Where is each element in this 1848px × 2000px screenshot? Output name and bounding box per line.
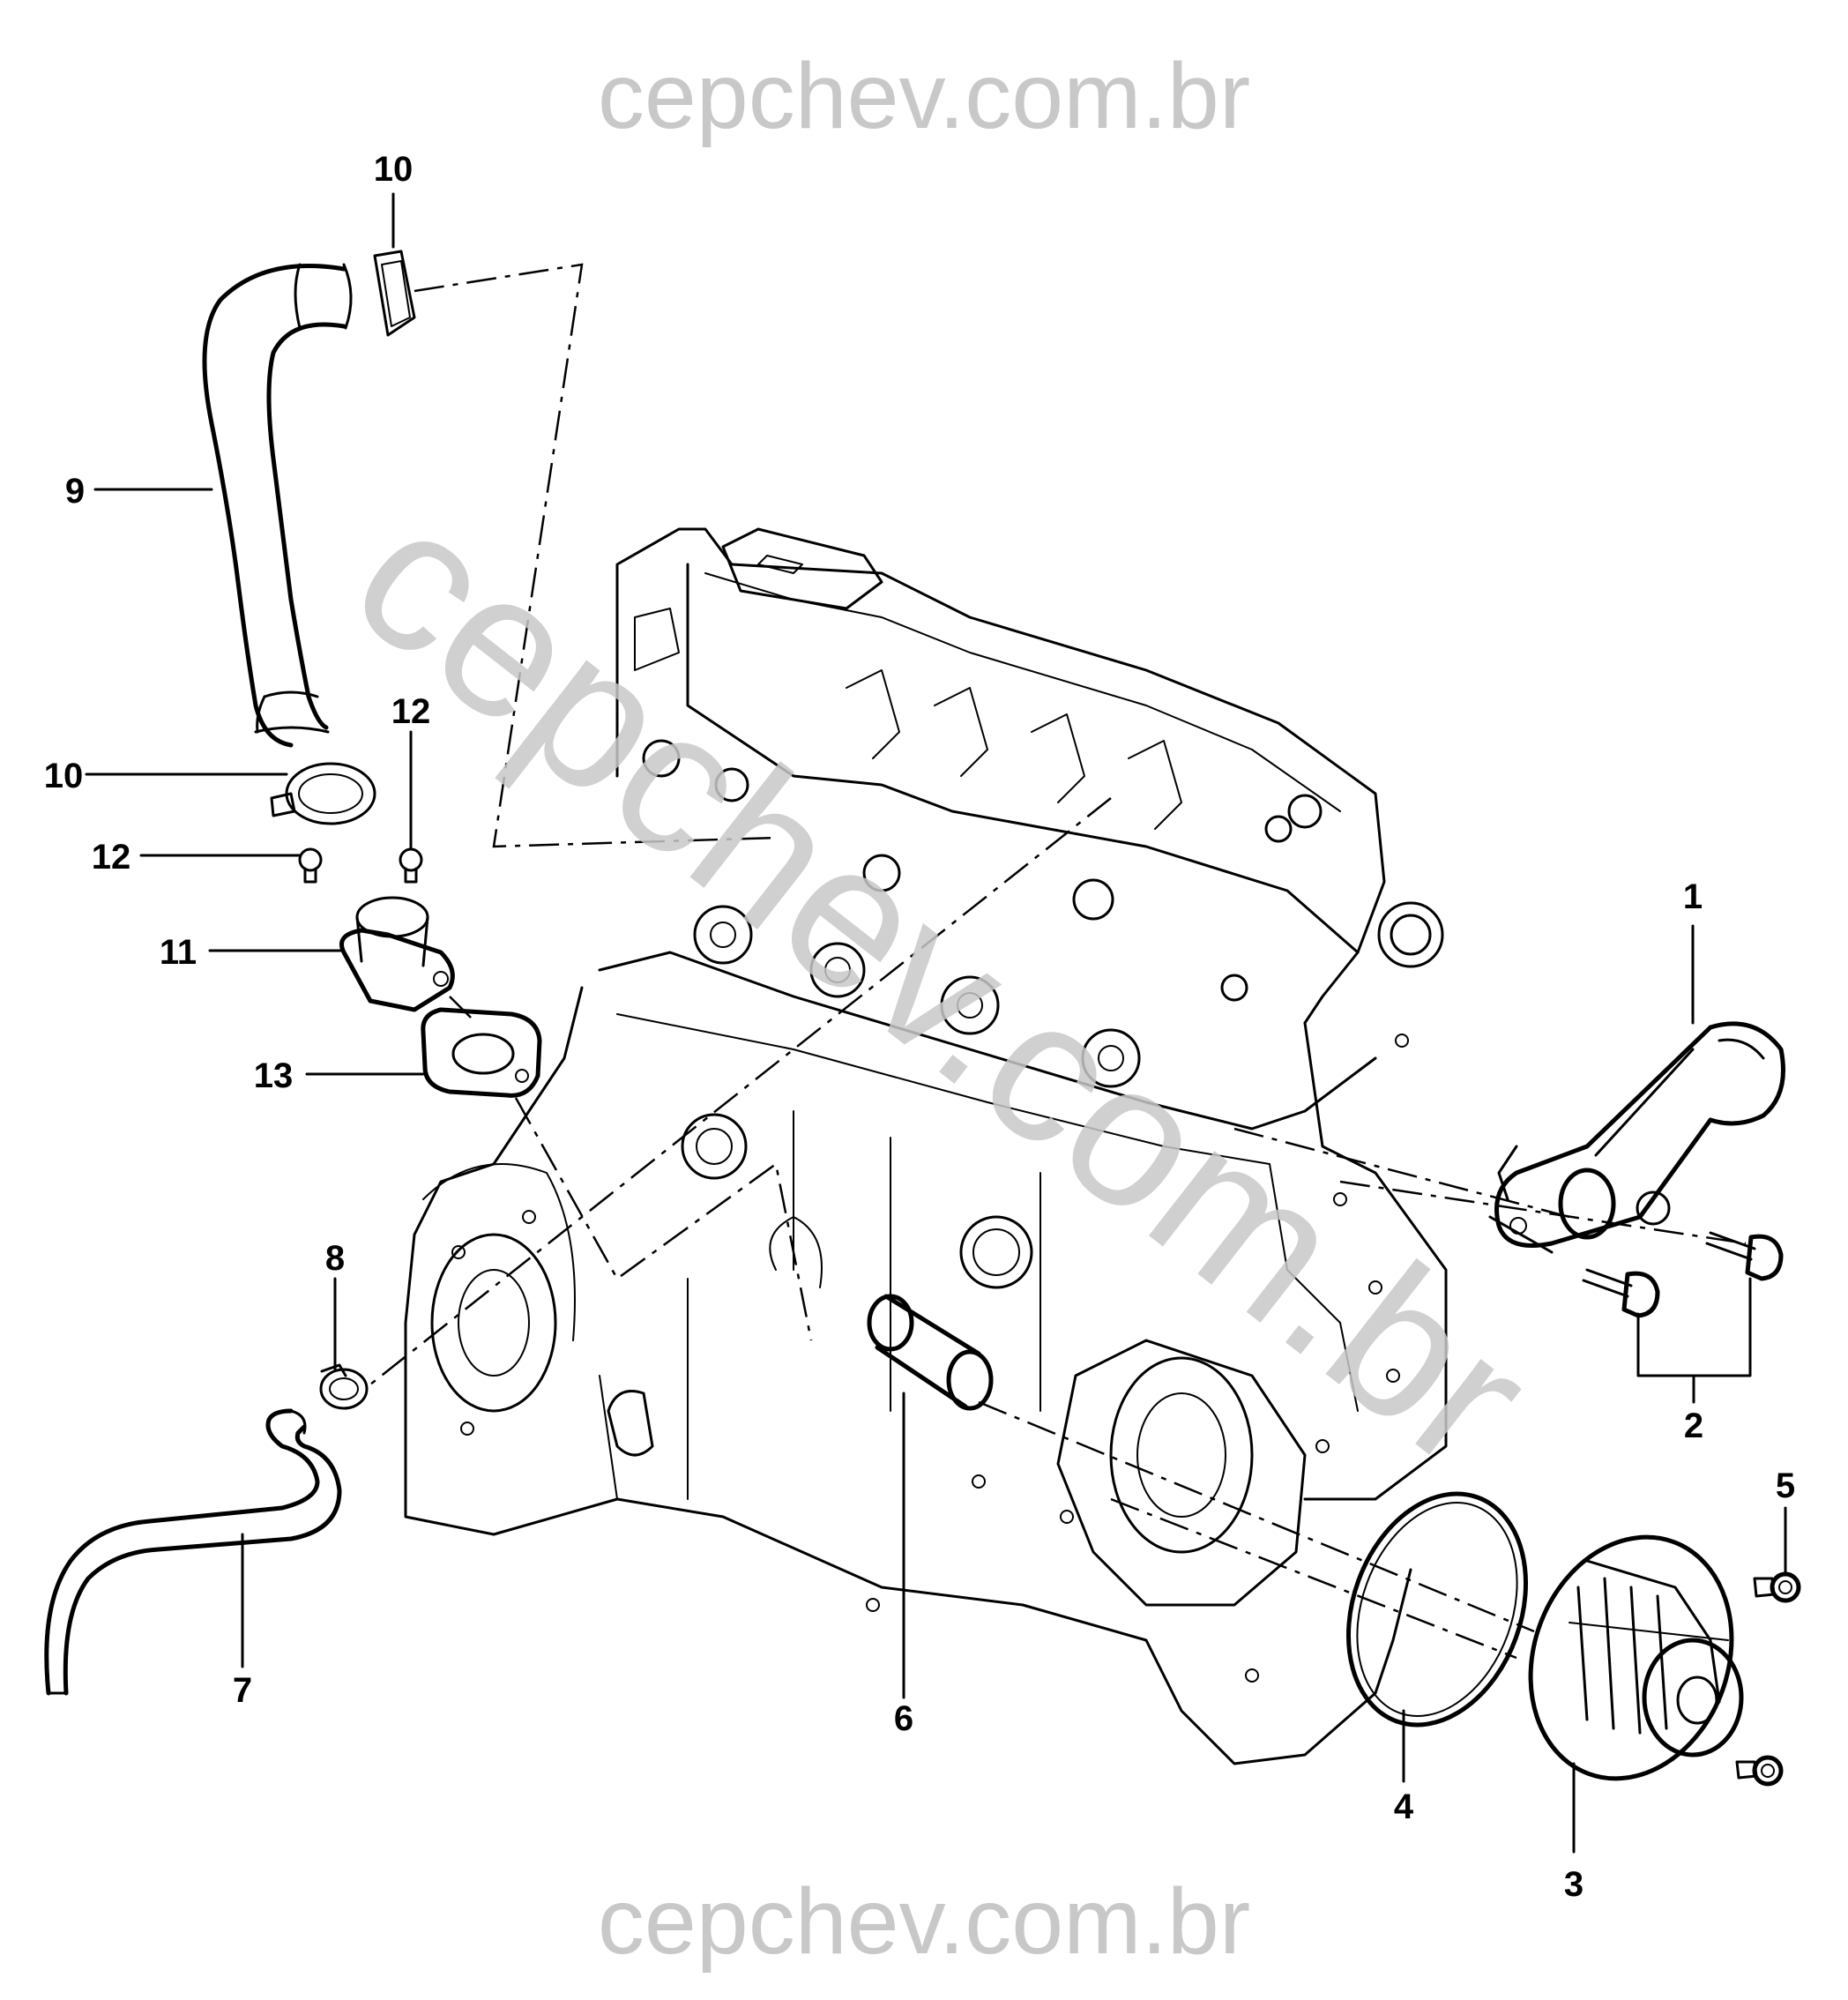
callout-4: 4 — [1394, 1787, 1414, 1826]
thermostat-housing — [1488, 1021, 1785, 1254]
flange-bolt-left — [298, 847, 323, 884]
heater-hose — [44, 1408, 342, 1696]
callout-8: 8 — [325, 1239, 345, 1278]
pump-bolt-upper — [1753, 1571, 1801, 1603]
flange-bolt-right — [399, 847, 423, 884]
lower-hose-clamp — [270, 762, 376, 825]
callout-7: 7 — [233, 1671, 252, 1710]
bypass-pipe — [867, 1294, 994, 1411]
housing-bolt-lower — [1582, 1268, 1660, 1318]
callout-6: 6 — [894, 1699, 913, 1738]
alignment-lines — [369, 263, 1747, 1660]
callout-10-upper: 10 — [374, 150, 414, 189]
callout-5: 5 — [1776, 1466, 1795, 1505]
upper-hose-clamp — [373, 250, 416, 337]
callout-12-left: 12 — [92, 838, 131, 877]
callout-11: 11 — [160, 933, 197, 972]
callout-2: 2 — [1684, 1407, 1703, 1445]
callout-12-upper: 12 — [391, 692, 431, 731]
outlet-flange — [339, 896, 455, 1012]
upper-hose — [202, 263, 353, 748]
callout-9: 9 — [65, 472, 85, 511]
heater-hose-clamp — [319, 1363, 369, 1410]
pump-bolt-lower — [1735, 1755, 1784, 1787]
watermark-top: cepchev.com.br — [598, 44, 1250, 148]
leader-lines — [85, 192, 1787, 1854]
callout-10-lower: 10 — [44, 757, 84, 795]
water-pump — [1528, 1534, 1744, 1781]
pump-seal-ring — [1345, 1491, 1529, 1728]
callout-3: 3 — [1564, 1865, 1583, 1904]
engine-block — [404, 527, 1448, 1765]
outlet-gasket — [421, 1007, 542, 1098]
block-bolts — [451, 1034, 1409, 1683]
callout-1: 1 — [1683, 877, 1703, 916]
watermark-bottom: cepchev.com.br — [598, 1869, 1250, 1974]
watermark-diagonal: cepchev.com.br — [315, 460, 1570, 1511]
callout-13: 13 — [254, 1056, 294, 1095]
